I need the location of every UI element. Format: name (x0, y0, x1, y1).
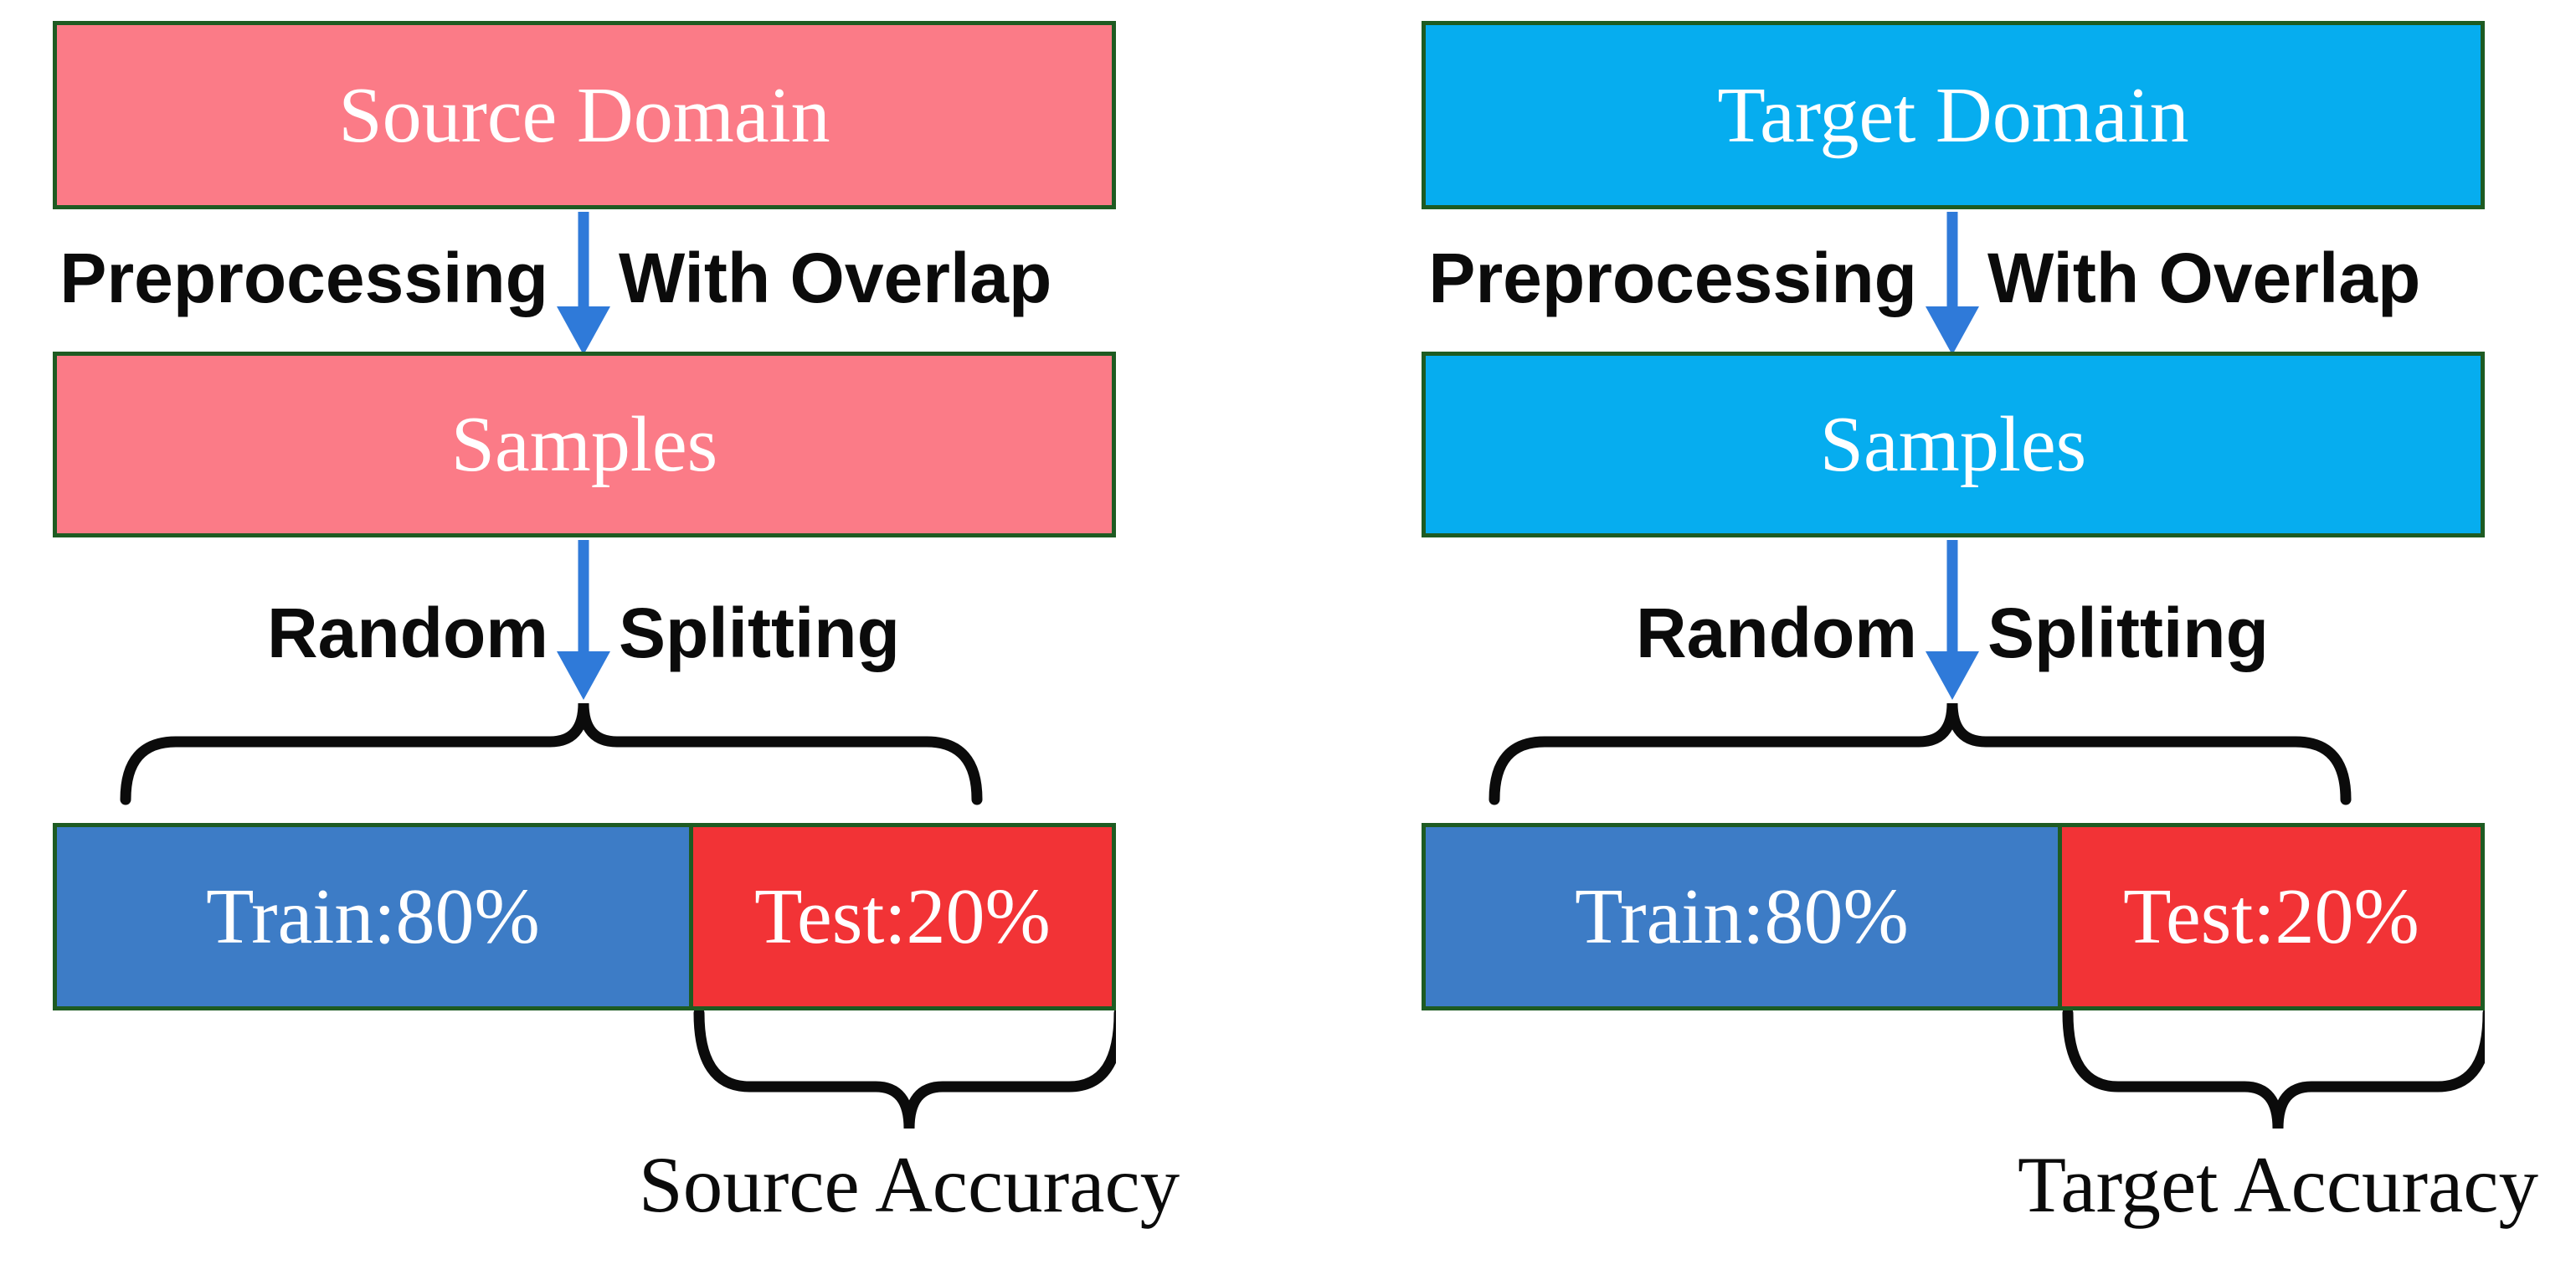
splitting-label: Splitting (619, 594, 900, 672)
samples-box-label: Samples (450, 401, 718, 488)
accuracy-label: Source Accuracy (638, 1140, 1180, 1229)
test-segment: Test:20% (693, 827, 1112, 1006)
domain-box: Target Domain (1422, 21, 2485, 209)
domain-box-label: Source Domain (338, 71, 830, 159)
test-segment-label: Test:20% (2123, 873, 2419, 960)
domain-box: Source Domain (53, 21, 1116, 209)
with-overlap-label: With Overlap (619, 239, 1052, 317)
domain-box-label: Target Domain (1717, 71, 2189, 159)
down-arrow-preprocessing (1926, 212, 1979, 355)
samples-box: Samples (53, 352, 1116, 537)
preprocessing-label: Preprocessing (1428, 239, 1917, 317)
samples-box: Samples (1422, 352, 2485, 537)
train-segment-label: Train:80% (206, 873, 540, 960)
train-segment-label: Train:80% (1575, 873, 1909, 960)
with-overlap-label: With Overlap (1987, 239, 2421, 317)
accuracy-label: Target Accuracy (2018, 1140, 2538, 1229)
test-underbrace (693, 1007, 1116, 1129)
down-arrow-preprocessing (557, 212, 610, 355)
preprocessing-label: Preprocessing (59, 239, 548, 317)
flow-target-domain: Target Domain Preprocessing With Overlap… (1422, 0, 2538, 1270)
test-underbrace (2062, 1007, 2485, 1129)
split-overbrace (1489, 702, 2352, 805)
random-label: Random (267, 594, 548, 672)
down-arrow-splitting (1926, 540, 1979, 700)
flow-source-domain: Source Domain Preprocessing With Overlap… (53, 0, 1180, 1270)
train-segment: Train:80% (1426, 827, 2062, 1006)
down-arrow-splitting (557, 540, 610, 700)
train-test-bar: Train:80% Test:20% (1422, 823, 2485, 1010)
train-segment: Train:80% (57, 827, 693, 1006)
test-segment-label: Test:20% (754, 873, 1051, 960)
samples-box-label: Samples (1819, 401, 2087, 488)
splitting-label: Splitting (1987, 594, 2269, 672)
random-label: Random (1636, 594, 1917, 672)
test-segment: Test:20% (2062, 827, 2481, 1006)
train-test-bar: Train:80% Test:20% (53, 823, 1116, 1010)
split-overbrace (120, 702, 983, 805)
